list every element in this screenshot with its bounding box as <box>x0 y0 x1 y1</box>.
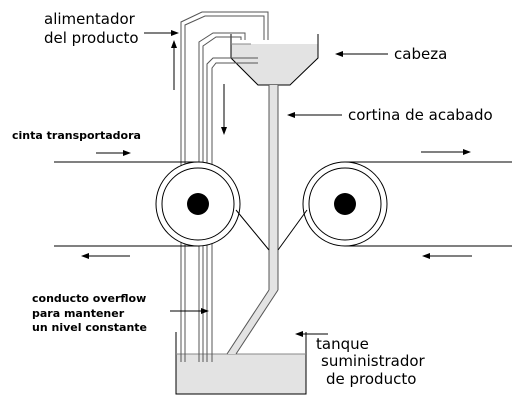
label-feeder-2: del producto <box>44 29 139 47</box>
label-conveyor: cinta transportadora <box>12 129 141 142</box>
arrow-up-icon <box>171 40 177 48</box>
arrow-right-icon <box>171 30 179 36</box>
supply-tank <box>175 332 307 395</box>
arrow-left-icon <box>295 331 303 337</box>
label-head: cabeza <box>394 45 447 63</box>
conveyor-belt-right <box>345 161 512 247</box>
arrow-left-icon <box>81 253 89 259</box>
label-overflow-1: conducto overflow <box>32 292 146 305</box>
label-tank-3: de producto <box>326 370 416 388</box>
roller-right <box>302 161 388 247</box>
roller-left-axle <box>187 193 209 215</box>
label-curtain: cortina de acabado <box>348 106 493 124</box>
arrow-right-icon <box>123 150 131 156</box>
arrow-down-icon <box>221 127 227 135</box>
label-feeder-1: alimentador <box>44 10 136 28</box>
arrow-left-icon <box>287 112 295 118</box>
feeder-pipe <box>180 11 269 362</box>
roller-right-axle <box>334 193 356 215</box>
label-overflow-2: para mantener <box>32 307 125 320</box>
label-tank-2: suministrador <box>321 352 426 370</box>
label-tank-1: tanque <box>316 335 369 353</box>
conveyor-belt-left <box>54 161 198 247</box>
arrow-right-icon <box>201 308 209 314</box>
coating-head <box>230 34 319 86</box>
arrow-left-icon <box>422 253 430 259</box>
label-overflow-3: un nivel constante <box>32 321 147 334</box>
arrow-right-icon <box>463 149 471 155</box>
roller-left <box>155 161 241 247</box>
arrows <box>81 30 472 337</box>
arrow-left-icon <box>335 51 343 57</box>
finishing-curtain <box>226 85 279 355</box>
